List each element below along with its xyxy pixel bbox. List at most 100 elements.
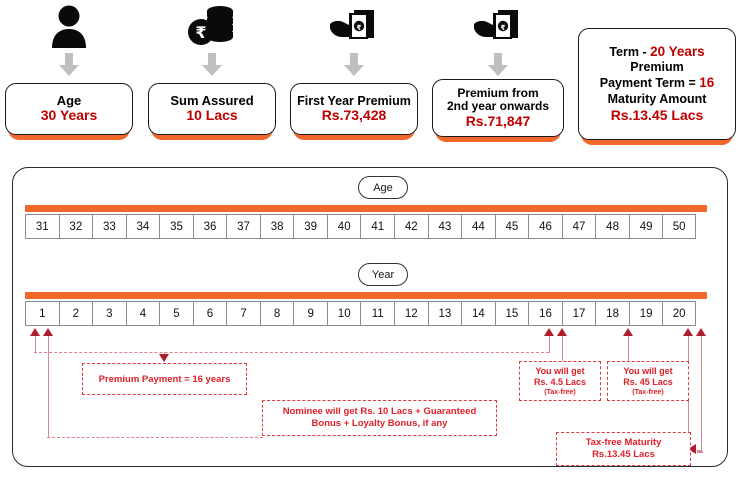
connector-maturity-horizontal	[697, 451, 703, 453]
card-sum-assured: ₹ Sum Assured 10 Lacs	[148, 0, 276, 140]
year-row-label-text: Year	[371, 268, 395, 281]
term-label: Term -	[609, 44, 651, 59]
year-cell-19: 19	[628, 301, 663, 326]
age-cell-40: 40	[326, 214, 361, 239]
card-renewal-premium-value: Rs.71,847	[465, 112, 531, 129]
card-age-value: 30 Years	[40, 107, 98, 124]
year-row-accent-bar	[25, 292, 707, 299]
year-cell-2: 2	[58, 301, 93, 326]
year-cell-11: 11	[360, 301, 395, 326]
arrow-up-year16-b	[557, 328, 567, 336]
age-cell-46: 46	[528, 214, 562, 239]
arrow-down-icon	[5, 53, 133, 79]
svg-text:₹: ₹	[195, 23, 206, 42]
year-cell-16: 16	[528, 301, 562, 326]
maturity-callout-line-2: Rs.13.45 Lacs	[592, 449, 655, 460]
benefit-year16-taxfree: (Tax-free)	[544, 389, 576, 397]
age-cell-35: 35	[159, 214, 193, 239]
connector-year16-a	[548, 336, 551, 353]
coins-rupee-icon: ₹	[148, 0, 276, 48]
card-term-summary: Term - 20 Years Premium Payment Term = 1…	[578, 28, 736, 145]
year-cell-8: 8	[259, 301, 294, 326]
ppt-value: 16	[699, 75, 715, 91]
benefit-year16-line-2: Rs. 4.5 Lacs	[533, 377, 587, 387]
connector-nominee-span	[47, 437, 263, 438]
card-age: Age 30 Years	[5, 0, 133, 140]
connector-year20-b	[700, 336, 703, 453]
year-cell-9: 9	[293, 301, 327, 326]
maturity-amount-label: Maturity Amount	[607, 91, 707, 106]
age-cell-34: 34	[125, 214, 160, 239]
benefit-year16-callout: You will get Rs. 4.5 Lacs (Tax-free)	[519, 361, 601, 401]
year-cell-6: 6	[192, 301, 227, 326]
year-cell-18: 18	[595, 301, 629, 326]
year-row-label: Year	[358, 263, 408, 286]
age-cell-43: 43	[427, 214, 462, 239]
connector-year1-b	[47, 336, 50, 437]
age-cell-32: 32	[58, 214, 93, 239]
benefit-year16-line-1: You will get	[535, 365, 585, 376]
age-cell-31: 31	[25, 214, 59, 239]
card-first-year-premium: ₹ First Year Premium Rs.73,428	[290, 0, 418, 140]
age-cell-48: 48	[595, 214, 629, 239]
arrow-up-year16-a	[544, 328, 554, 336]
year-cell-17: 17	[561, 301, 596, 326]
arrow-left-maturity	[688, 444, 696, 454]
connector-premium-span	[34, 352, 549, 353]
hand-cash-icon: ₹	[290, 0, 418, 48]
benefit-year18-callout: You will get Rs. 45 Lacs (Tax-free)	[607, 361, 689, 401]
maturity-callout-line-1: Tax-free Maturity	[585, 436, 662, 448]
hand-cash-icon: ₹	[432, 0, 564, 48]
benefit-year18-line-1: You will get	[623, 365, 673, 376]
arrow-down-icon	[432, 53, 564, 79]
maturity-amount-value: Rs.13.45 Lacs	[610, 106, 704, 123]
connector-year1-a	[34, 336, 37, 352]
card-age-label: Age	[56, 92, 82, 108]
arrow-up-year1-a	[30, 328, 40, 336]
arrow-up-year20-b	[696, 328, 706, 336]
arrow-up-year20-a	[683, 328, 693, 336]
ppt-label: Payment Term =	[599, 76, 700, 91]
benefit-year18-taxfree: (Tax-free)	[632, 389, 664, 397]
year-cell-14: 14	[461, 301, 495, 326]
arrow-down-icon	[290, 53, 418, 79]
nominee-callout-line-1: Nominee will get Rs. 10 Lacs + Guarantee…	[282, 405, 477, 417]
year-cell-15: 15	[494, 301, 529, 326]
premium-payment-callout: Premium Payment = 16 years	[82, 363, 247, 395]
year-cell-1: 1	[25, 301, 59, 326]
card-sum-assured-label: Sum Assured	[170, 92, 254, 108]
age-row-accent-bar	[25, 205, 707, 212]
card-sum-assured-value: 10 Lacs	[186, 107, 238, 124]
maturity-callout: Tax-free Maturity Rs.13.45 Lacs	[556, 432, 691, 466]
year-cell-5: 5	[159, 301, 193, 326]
arrow-down-premium-callout	[159, 354, 169, 362]
connector-year16-b	[561, 336, 564, 362]
age-cell-50: 50	[662, 214, 696, 239]
person-icon	[5, 0, 133, 48]
year-cell-10: 10	[326, 301, 361, 326]
premium-payment-callout-line-1: Premium Payment = 16 years	[98, 373, 231, 385]
card-renewal-premium-label-1: Premium from	[457, 85, 539, 100]
age-cell-37: 37	[226, 214, 260, 239]
premium-label: Premium	[630, 60, 684, 75]
age-cell-44: 44	[461, 214, 495, 239]
age-cell-36: 36	[192, 214, 227, 239]
age-cell-47: 47	[561, 214, 596, 239]
term-value: 20 Years	[650, 43, 705, 59]
age-cell-45: 45	[494, 214, 529, 239]
year-cell-4: 4	[125, 301, 160, 326]
year-cell-3: 3	[92, 301, 126, 326]
age-row-label: Age	[358, 176, 408, 199]
card-first-year-premium-value: Rs.73,428	[321, 107, 387, 124]
nominee-callout: Nominee will get Rs. 10 Lacs + Guarantee…	[262, 400, 497, 436]
svg-text:₹: ₹	[357, 24, 362, 32]
arrow-up-year1-b	[43, 328, 53, 336]
age-cell-33: 33	[92, 214, 126, 239]
arrow-down-icon	[148, 53, 276, 79]
benefit-year18-line-2: Rs. 45 Lacs	[623, 377, 673, 387]
year-cell-7: 7	[226, 301, 260, 326]
age-cell-39: 39	[293, 214, 327, 239]
svg-text:₹: ₹	[501, 24, 506, 32]
arrow-up-year18	[623, 328, 633, 336]
